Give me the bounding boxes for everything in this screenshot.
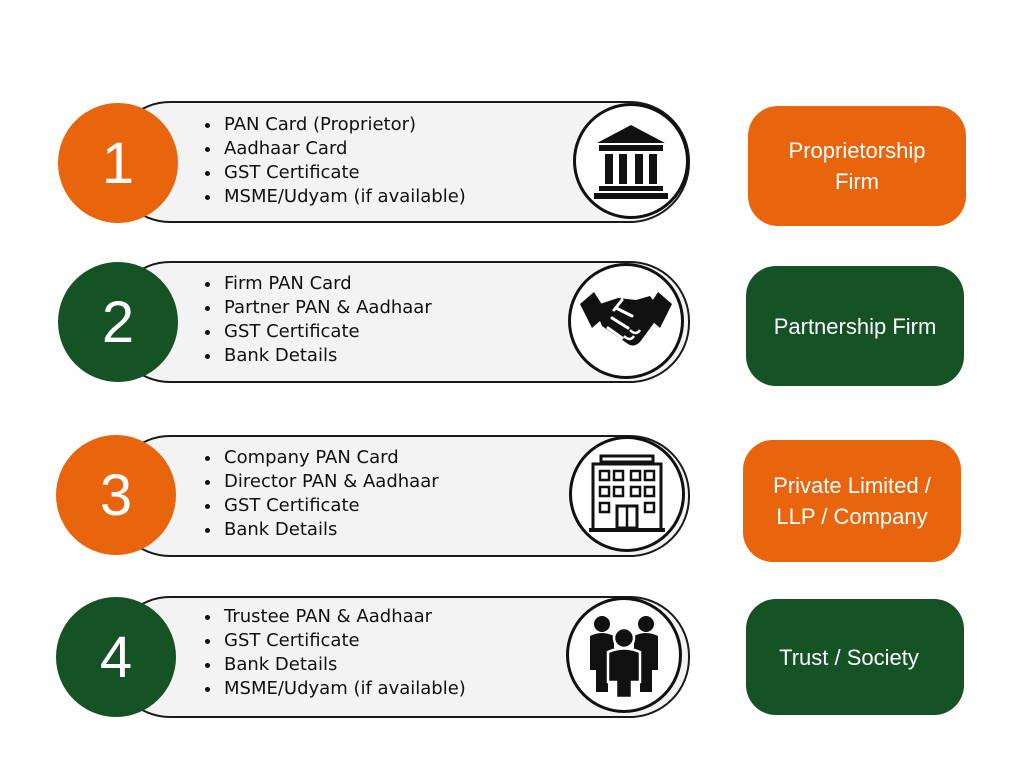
row-2-icon-circle (568, 263, 684, 379)
list-item: Firm PAN Card (222, 272, 432, 296)
list-item: GST Certificate (222, 320, 432, 344)
list-item: PAN Card (Proprietor) (222, 113, 466, 137)
step-number-1: 1 (58, 103, 178, 223)
row-3-document-list: Company PAN Card Director PAN & Aadhaar … (200, 446, 439, 542)
entity-type-line: Private Limited / (773, 473, 931, 498)
entity-type-line: Trust / Society (779, 644, 919, 670)
list-item: Bank Details (222, 518, 439, 542)
row-1-icon-circle (573, 103, 689, 219)
list-item: Bank Details (222, 344, 432, 368)
step-number-2: 2 (58, 262, 178, 382)
list-item: Director PAN & Aadhaar (222, 470, 439, 494)
list-item: Trustee PAN & Aadhaar (222, 605, 466, 629)
entity-type-line: Proprietorship (788, 138, 926, 163)
list-item: Partner PAN & Aadhaar (222, 296, 432, 320)
row-4-document-list: Trustee PAN & Aadhaar GST Certificate Ba… (200, 605, 466, 701)
entity-type-private-limited: Private Limited / LLP / Company (743, 440, 961, 562)
list-item: Aadhaar Card (222, 137, 466, 161)
entity-type-proprietorship: Proprietorship Firm (748, 106, 966, 226)
entity-type-partnership: Partnership Firm (746, 266, 964, 386)
row-4-icon-circle (566, 597, 682, 713)
row-1-document-list: PAN Card (Proprietor) Aadhaar Card GST C… (200, 113, 466, 209)
bank-building-icon (594, 125, 668, 199)
entity-type-line: Partnership Firm (773, 313, 937, 339)
list-item: MSME/Udyam (if available) (222, 185, 466, 209)
list-item: GST Certificate (222, 629, 466, 653)
list-item: GST Certificate (222, 494, 439, 518)
row-2-document-list: Firm PAN Card Partner PAN & Aadhaar GST … (200, 272, 432, 368)
step-number-4: 4 (56, 597, 176, 717)
entity-type-trust-society: Trust / Society (746, 599, 964, 715)
people-group-icon (590, 616, 658, 698)
step-number-3: 3 (56, 435, 176, 555)
office-building-icon (589, 454, 665, 532)
entity-type-line: Firm (835, 169, 879, 194)
row-3-icon-circle (569, 436, 685, 552)
list-item: MSME/Udyam (if available) (222, 677, 466, 701)
handshake-icon (580, 292, 672, 346)
list-item: Bank Details (222, 653, 466, 677)
list-item: GST Certificate (222, 161, 466, 185)
list-item: Company PAN Card (222, 446, 439, 470)
entity-type-line: LLP / Company (776, 504, 928, 529)
